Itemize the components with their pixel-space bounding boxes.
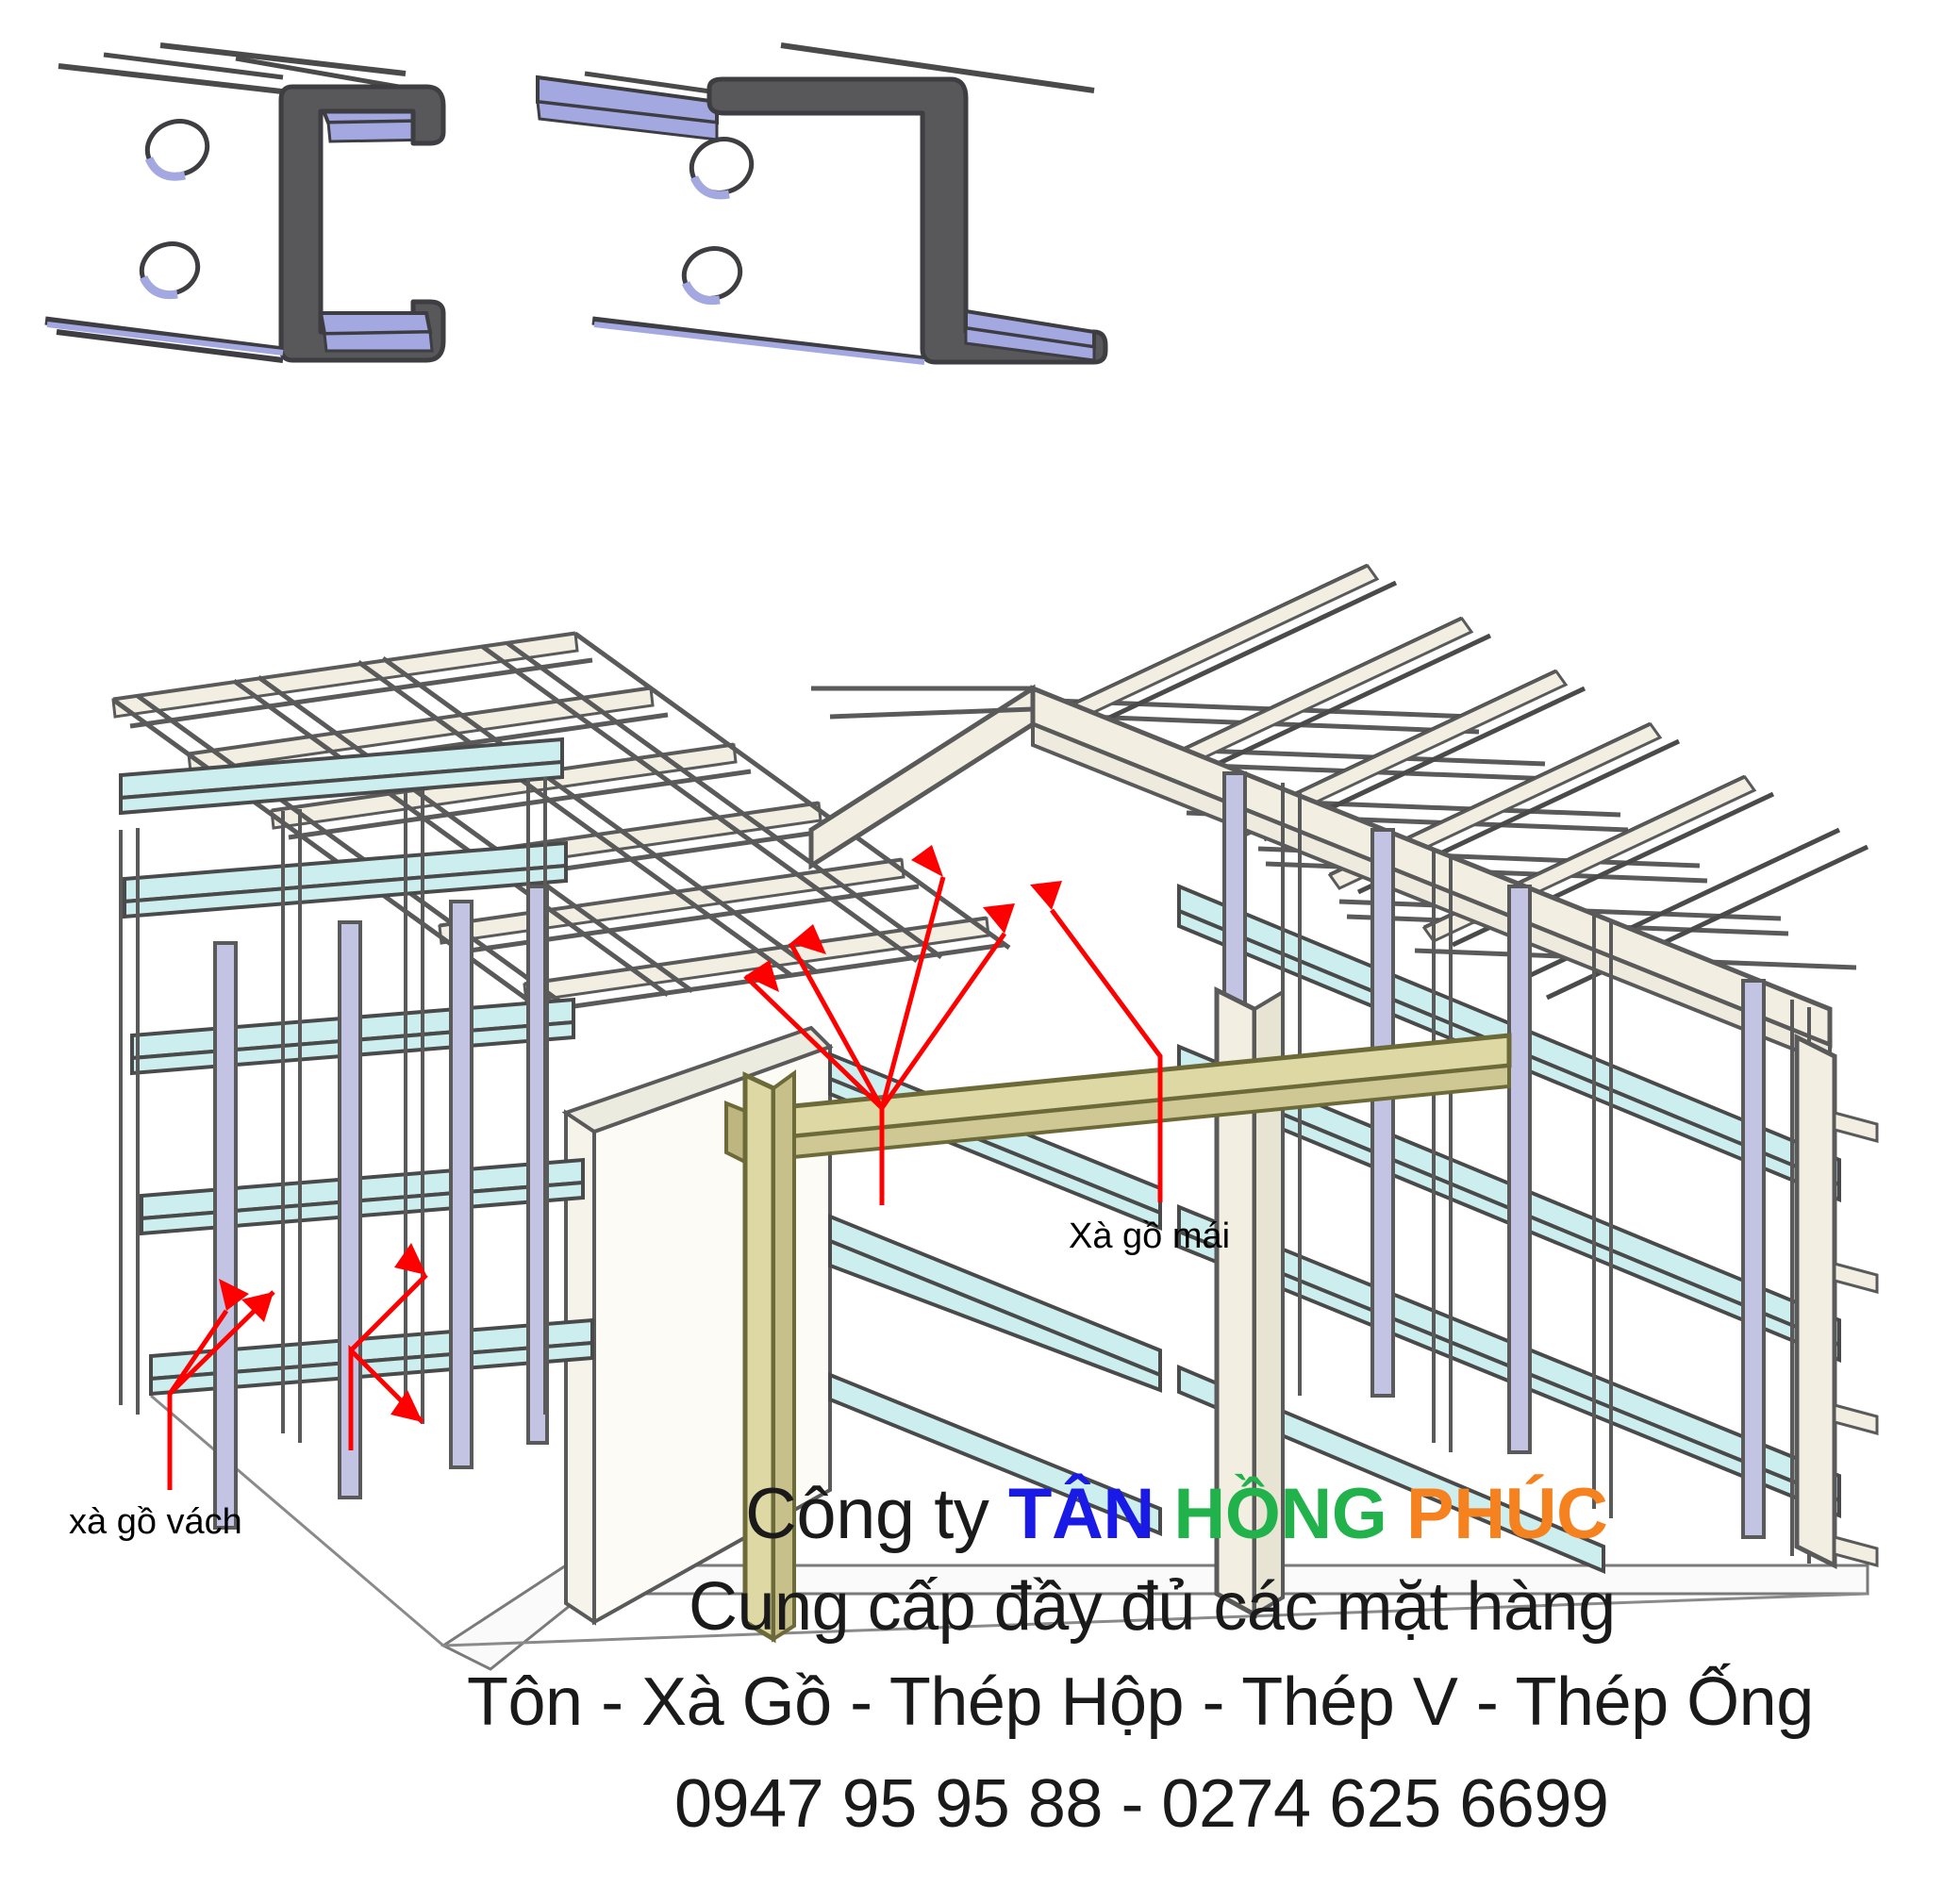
khaki-post: [742, 1069, 796, 1644]
brand-word-hong: HỒNG: [1173, 1474, 1387, 1554]
z-purlin-profile: [536, 42, 1108, 365]
roof-left-plane: [111, 631, 1085, 1056]
steel-building-frame: [111, 563, 1879, 1671]
company-name-line: Công ty TÂN HỒNG PHÚC: [0, 1473, 1960, 1555]
roof-purlin-arrows: [743, 876, 1163, 1205]
wall-purlin-annotation-label: xà gồ vách: [69, 1502, 242, 1542]
c-purlin-profile: [44, 42, 446, 363]
wall-purlin-arrows: [167, 1273, 428, 1490]
roof-purlin-annotation-label: Xà gồ mái: [1069, 1217, 1231, 1256]
company-prefix: Công ty: [745, 1474, 989, 1554]
brand-word-tan: TÂN: [1008, 1474, 1154, 1554]
wall-arrow-heads: [219, 1243, 426, 1422]
company-phones: 0947 95 95 88 - 0274 625 6699: [674, 1766, 1609, 1842]
brand-word-phuc: PHÚC: [1406, 1474, 1608, 1554]
company-products: Tôn - Xà Gồ - Thép Hộp - Thép V - Thép Ố…: [467, 1664, 1814, 1740]
company-tagline: Cung cấp đầy đủ các mặt hàng: [689, 1569, 1616, 1645]
roof-arrow-heads: [745, 845, 1062, 992]
